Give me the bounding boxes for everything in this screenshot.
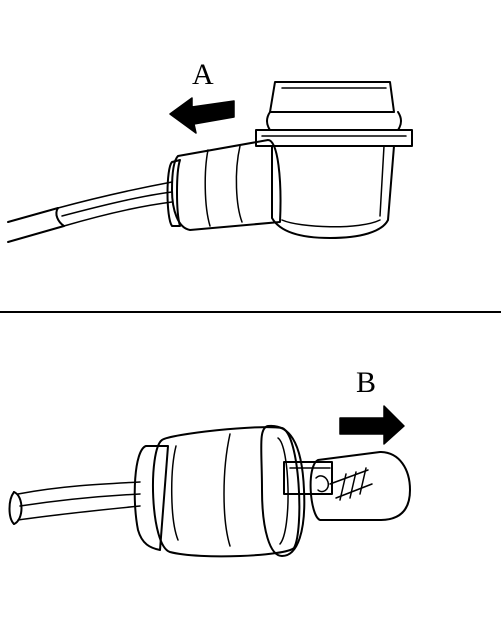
bulb-socket-top: [255, 81, 413, 239]
wire-harness-top: [7, 181, 173, 243]
top-panel: A: [7, 58, 413, 243]
arrow-a: [169, 97, 235, 134]
label-b: B: [356, 366, 376, 399]
bulb-socket-bottom: [133, 424, 333, 558]
arrow-b: [339, 405, 405, 445]
rubber-grommet-top: [166, 139, 282, 231]
bottom-panel: B: [8, 366, 411, 558]
wire-harness-bottom: [8, 481, 141, 525]
wedge-bulb: [309, 451, 411, 521]
label-a: A: [192, 58, 214, 91]
